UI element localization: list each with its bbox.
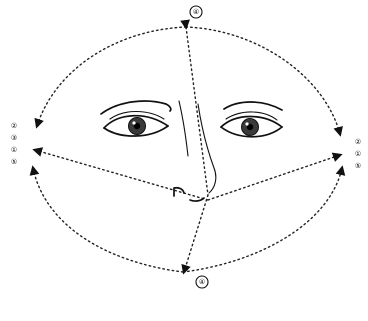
outline-arc-top-left <box>37 27 186 126</box>
right-eye <box>221 102 282 137</box>
left-to-nose-line <box>35 150 208 200</box>
outline-arc-bottom-right <box>183 168 342 272</box>
marker-left-2: ③ <box>11 134 17 142</box>
marker-top-label: ④ <box>193 8 199 16</box>
marker-left-3: ① <box>11 146 17 154</box>
marker-right-1: ② <box>355 138 361 146</box>
nose <box>174 101 216 201</box>
nose-bridge-left <box>179 101 188 156</box>
lower-center-line <box>184 195 208 272</box>
right-to-nose-line <box>208 155 340 200</box>
right-eyebrow <box>224 102 282 110</box>
nose-bridge-right <box>198 104 216 193</box>
marker-right-3: ⑤ <box>355 162 361 170</box>
marker-right-2: ① <box>355 150 361 158</box>
left-eyebrow <box>101 101 171 114</box>
marker-bottom-label: ④ <box>199 278 205 286</box>
left-eye-highlight <box>132 121 135 124</box>
marker-stack-left: ② ③ ① ⑤ <box>11 122 17 166</box>
left-eye <box>101 101 171 136</box>
marker-bottom: ④ <box>196 276 208 288</box>
right-eye-highlight <box>245 122 248 125</box>
marker-top: ④ <box>190 6 202 18</box>
marker-left-1: ② <box>11 122 17 130</box>
outline-arc-bottom-left <box>33 168 183 272</box>
marker-stack-right: ② ① ⑤ <box>355 138 361 170</box>
marker-left-4: ⑤ <box>11 158 17 166</box>
vertical-midline <box>186 27 208 195</box>
